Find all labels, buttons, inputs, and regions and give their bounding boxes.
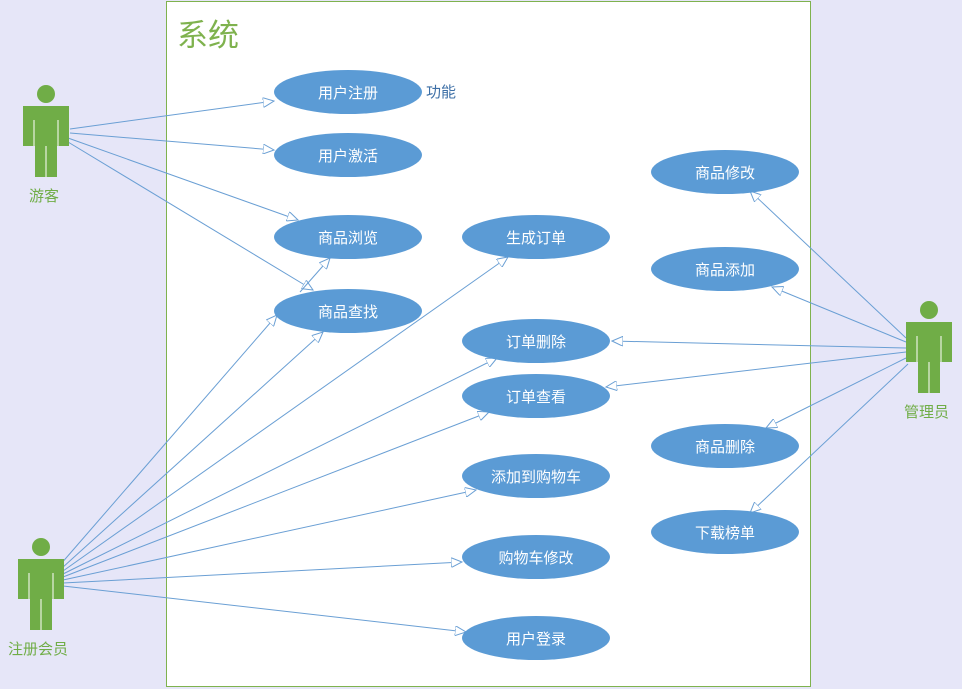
edge-member-search-b [61, 332, 323, 569]
usecase-login[interactable]: 用户登录 [462, 616, 610, 660]
usecase-browse[interactable]: 商品浏览 [274, 215, 422, 259]
guest-actor-icon[interactable] [22, 84, 70, 178]
usecase-add-product[interactable]: 商品添加 [651, 247, 799, 291]
edge-admin-delete-product [766, 357, 907, 428]
system-title: 系统 [177, 18, 239, 54]
edge-member-add-to-cart [62, 490, 476, 581]
edge-admin-add-product [772, 287, 907, 343]
function-note: 功能 [426, 83, 457, 101]
edge-admin-edit-product [750, 191, 907, 339]
usecase-register[interactable]: 用户注册 [274, 70, 422, 114]
edge-member-search-a [59, 315, 277, 566]
usecase-edit-product[interactable]: 商品修改 [651, 150, 799, 194]
usecase-delete-order[interactable]: 订单删除 [462, 319, 610, 363]
usecase-download-ranking[interactable]: 下载榜单 [651, 510, 799, 554]
edge-guest-activate [69, 132, 274, 150]
guest-actor-label: 游客 [29, 187, 60, 205]
edge-member-create-order [62, 257, 508, 572]
usecase-edit-cart[interactable]: 购物车修改 [462, 535, 610, 579]
member-actor-icon[interactable] [17, 537, 65, 631]
admin-actor-label: 管理员 [904, 403, 950, 421]
edge-guest-browse [67, 137, 298, 220]
usecase-add-to-cart[interactable]: 添加到购物车 [462, 454, 610, 498]
edge-admin-delete-order [612, 341, 907, 349]
edge-guest-register [69, 101, 274, 130]
usecase-delete-product[interactable]: 商品删除 [651, 424, 799, 468]
admin-actor-icon[interactable] [905, 300, 953, 394]
usecase-view-order[interactable]: 订单查看 [462, 374, 610, 418]
edge-guest-search [67, 141, 313, 290]
edge-admin-download-ranking [750, 363, 909, 513]
edge-member-delete-order [62, 358, 497, 575]
usecase-activate[interactable]: 用户激活 [274, 133, 422, 177]
edge-search-browse [299, 258, 330, 293]
edge-member-login [62, 585, 466, 632]
usecase-search[interactable]: 商品查找 [274, 289, 422, 333]
edge-admin-view-order [606, 351, 907, 387]
member-actor-label: 注册会员 [8, 640, 69, 658]
usecase-create-order[interactable]: 生成订单 [462, 215, 610, 259]
edge-member-edit-cart [62, 562, 462, 584]
edge-member-view-order [62, 412, 489, 578]
